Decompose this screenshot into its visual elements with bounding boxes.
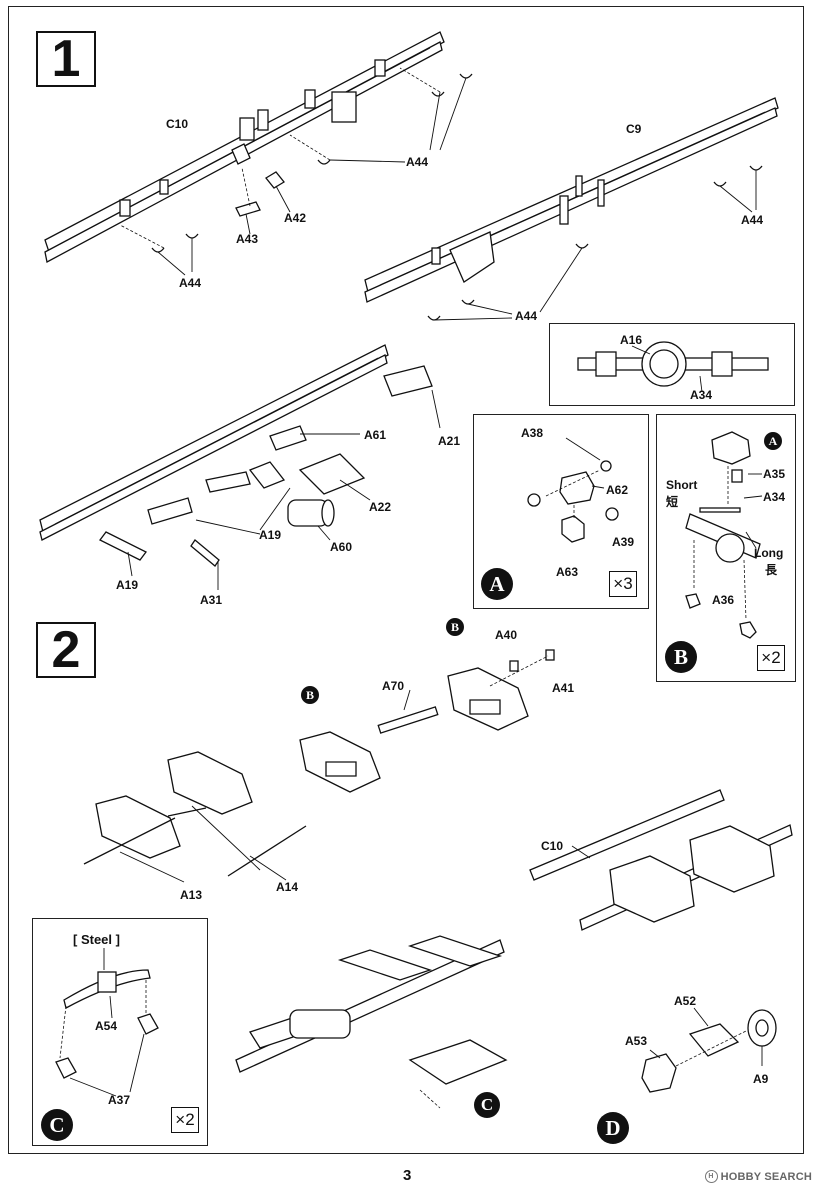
frame-with-springs xyxy=(235,935,508,1109)
leaf-spring-c xyxy=(55,948,159,1097)
label-a62: A62 xyxy=(606,483,629,497)
step-1-box: 1 xyxy=(36,30,96,88)
label-a16: A16 xyxy=(620,333,643,347)
step-1-number: 1 xyxy=(51,30,81,88)
frame-with-axles xyxy=(529,789,793,931)
label-a61: A61 xyxy=(364,428,387,442)
callout-a: A xyxy=(481,568,513,600)
subpanel-axle xyxy=(549,323,795,406)
a44-hooks-right xyxy=(427,165,763,321)
label-a13: A13 xyxy=(180,888,203,902)
watermark: H HOBBY SEARCH xyxy=(704,1170,812,1183)
label-a31: A31 xyxy=(200,593,223,607)
label-a60: A60 xyxy=(330,540,353,554)
rear-axle-drawing xyxy=(577,341,769,393)
label-a44-right-upper: A44 xyxy=(741,213,764,227)
subpanel-b xyxy=(656,414,796,682)
callout-c-panel: C xyxy=(41,1109,73,1141)
label-a40: A40 xyxy=(495,628,518,642)
label-a44-right-lower: A44 xyxy=(515,309,538,323)
frame-rail-c9 xyxy=(364,97,779,303)
subpanel-a xyxy=(473,414,649,609)
label-a37: A37 xyxy=(108,1093,131,1107)
callout-d: D xyxy=(597,1112,629,1144)
axle-assembly-b xyxy=(685,431,763,639)
differential-parts-a xyxy=(527,437,619,543)
label-c10-step2: C10 xyxy=(541,839,564,853)
subpanel-c xyxy=(32,918,208,1146)
label-long: Long xyxy=(754,546,784,560)
label-a22: A22 xyxy=(369,500,392,514)
watermark-text: HOBBY SEARCH xyxy=(720,1170,812,1183)
label-a42: A42 xyxy=(284,211,307,225)
label-a44-upper-left: A44 xyxy=(406,155,429,169)
wheel-hub-d xyxy=(641,1007,777,1093)
label-a52: A52 xyxy=(674,994,697,1008)
step-2-box: 2 xyxy=(36,621,96,679)
label-a41: A41 xyxy=(552,681,575,695)
label-a21: A21 xyxy=(438,434,461,448)
step-2-number: 2 xyxy=(51,621,81,679)
label-a36: A36 xyxy=(712,593,735,607)
label-a9: A9 xyxy=(753,1072,769,1086)
label-a39: A39 xyxy=(612,535,635,549)
axles-with-driveshaft xyxy=(299,649,555,793)
label-a70: A70 xyxy=(382,679,405,693)
page-number: 3 xyxy=(403,1167,412,1184)
callout-b-right: B xyxy=(446,618,464,636)
multiplier-x2-b: ×2 xyxy=(757,645,785,671)
multiplier-x3: ×3 xyxy=(609,571,637,597)
label-a34-b: A34 xyxy=(763,490,786,504)
label-steel: [ Steel ] xyxy=(73,932,120,947)
multiplier-x2-c: ×2 xyxy=(171,1107,199,1133)
label-a19-left: A19 xyxy=(116,578,139,592)
label-a19-middle: A19 xyxy=(259,528,282,542)
label-short: Short xyxy=(666,478,698,492)
callout-c-assembly: C xyxy=(474,1092,500,1118)
label-c9: C9 xyxy=(626,122,642,136)
label-a53: A53 xyxy=(625,1034,648,1048)
label-a63: A63 xyxy=(556,565,579,579)
label-a38: A38 xyxy=(521,426,544,440)
frame-rail-c10 xyxy=(44,31,445,263)
label-a35: A35 xyxy=(763,467,786,481)
a42-a43-brackets xyxy=(235,167,291,235)
axles-with-torque-rods xyxy=(83,751,307,883)
a44-hooks-left xyxy=(119,67,473,276)
watermark-logo-icon: H xyxy=(704,1170,718,1183)
label-c10-step1: C10 xyxy=(166,117,189,131)
callout-b-panel: B xyxy=(665,641,697,673)
frame-rail-lower xyxy=(39,344,441,590)
label-a34-axle: A34 xyxy=(690,388,713,402)
label-a54: A54 xyxy=(95,1019,118,1033)
label-a44-left-bottom: A44 xyxy=(179,276,202,290)
callout-a-ref: A xyxy=(764,432,782,450)
label-a43: A43 xyxy=(236,232,259,246)
label-short-jp: 短 xyxy=(666,495,679,509)
label-long-jp: 長 xyxy=(765,563,778,577)
label-a14: A14 xyxy=(276,880,299,894)
page-frame xyxy=(8,6,804,1154)
callout-b-left: B xyxy=(301,686,319,704)
